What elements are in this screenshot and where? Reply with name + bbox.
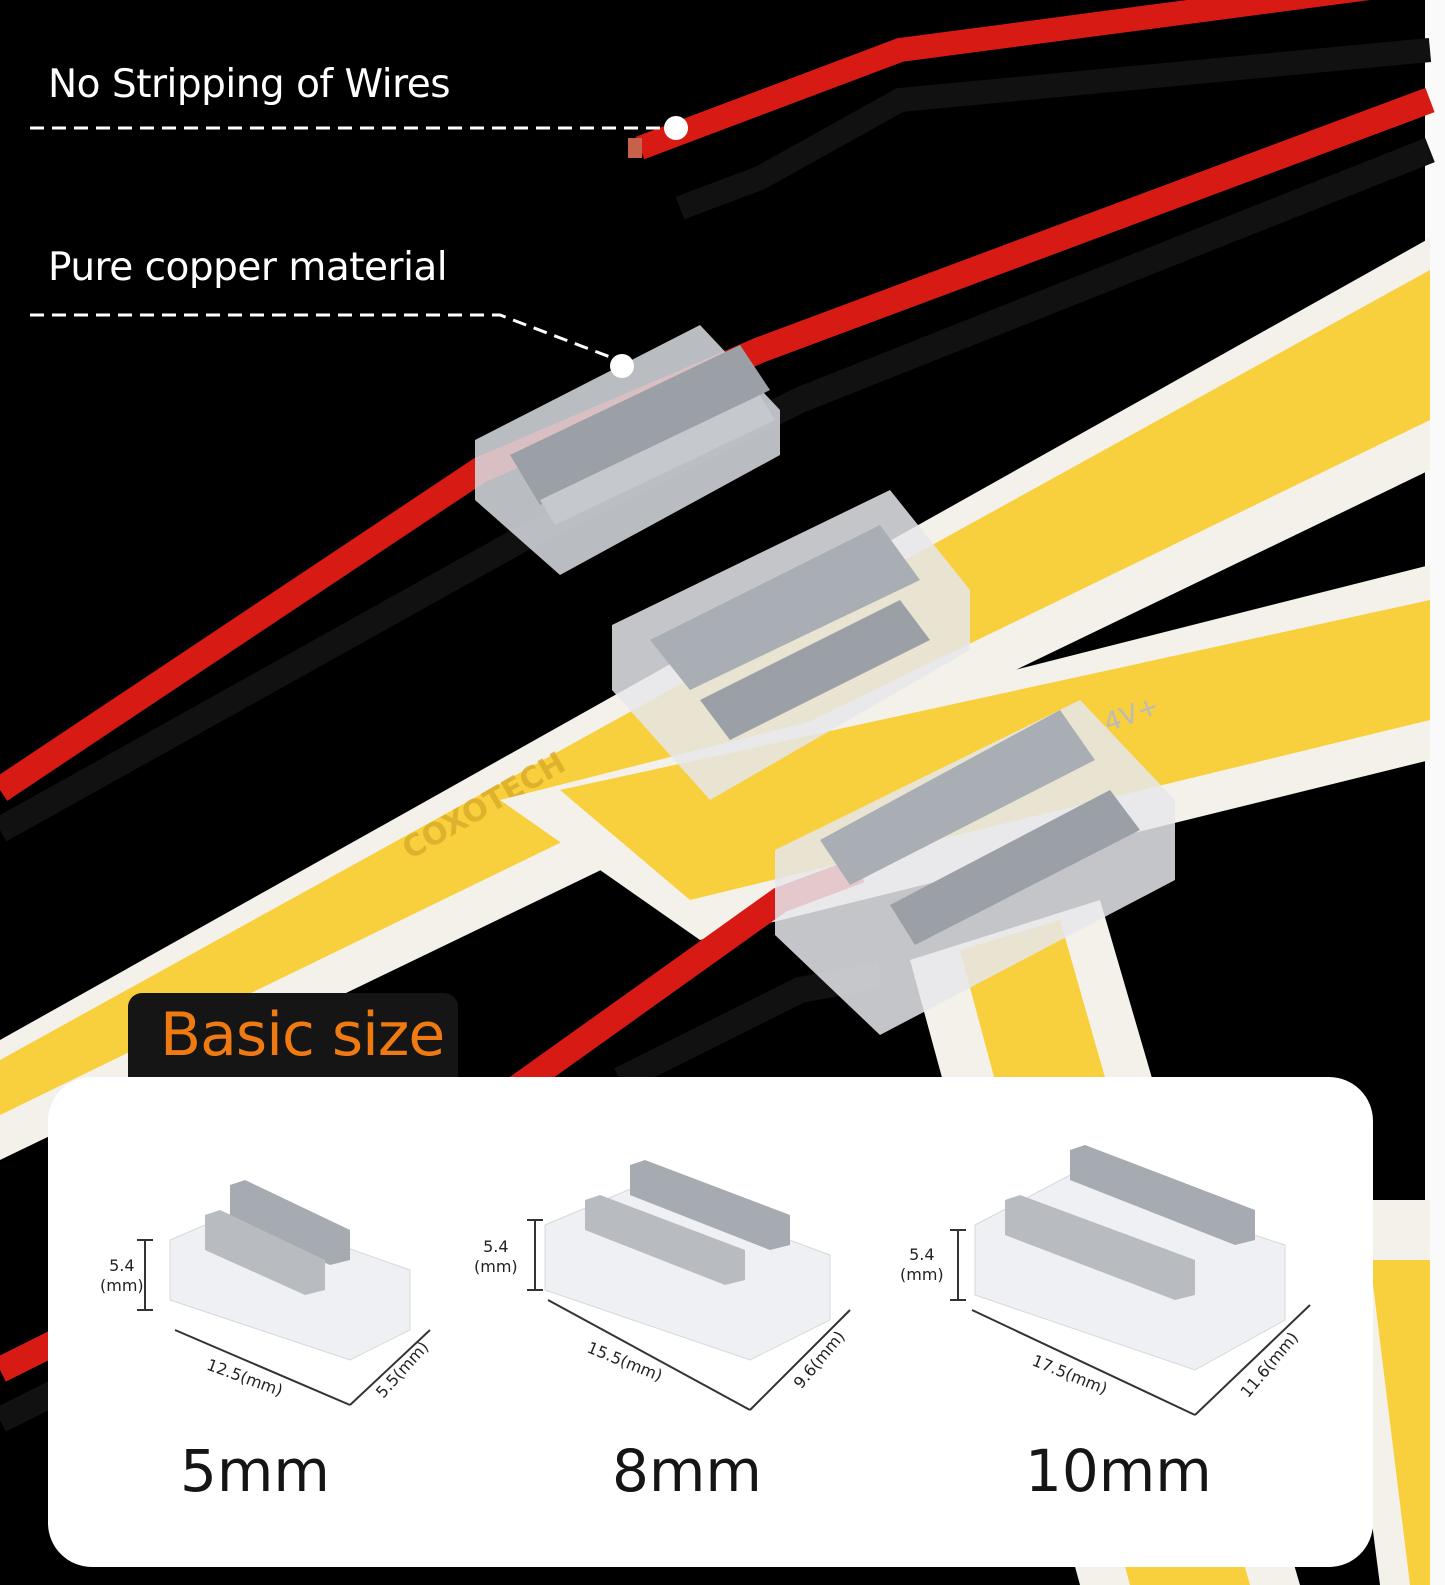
size-label-8mm: 8mm	[612, 1437, 762, 1505]
connector-t-branch	[775, 700, 1175, 1035]
connector-10mm-drawing	[950, 1145, 1311, 1416]
wire-pair-top	[628, 0, 1432, 220]
dim-5mm-height: 5.4 (mm)	[100, 1256, 144, 1296]
dim-8mm-height: 5.4 (mm)	[474, 1237, 518, 1277]
dim-10mm-height: 5.4 (mm)	[900, 1245, 944, 1285]
callout-pure-copper: Pure copper material	[48, 245, 448, 290]
dim-8mm-height-unit: (mm)	[474, 1257, 518, 1276]
dim-5mm-height-value: 5.4	[109, 1256, 135, 1275]
basic-size-tab	[128, 993, 458, 1093]
connector-wire-to-wire	[475, 325, 780, 575]
callout-no-stripping: No Stripping of Wires	[48, 62, 451, 107]
basic-size-title: Basic size	[160, 1000, 445, 1070]
dim-5mm-height-unit: (mm)	[100, 1276, 144, 1295]
connector-5mm-drawing	[137, 1180, 431, 1406]
callout-leader-wires	[30, 116, 688, 140]
size-label-10mm: 10mm	[1025, 1437, 1212, 1505]
connector-8mm-drawing	[527, 1160, 851, 1411]
connector-strip-to-strip	[612, 490, 970, 800]
dim-10mm-height-value: 5.4	[909, 1245, 935, 1264]
callout-leader-copper	[30, 313, 634, 378]
dim-10mm-height-unit: (mm)	[900, 1265, 944, 1284]
size-label-5mm: 5mm	[180, 1437, 330, 1505]
dim-8mm-height-value: 5.4	[483, 1237, 509, 1256]
